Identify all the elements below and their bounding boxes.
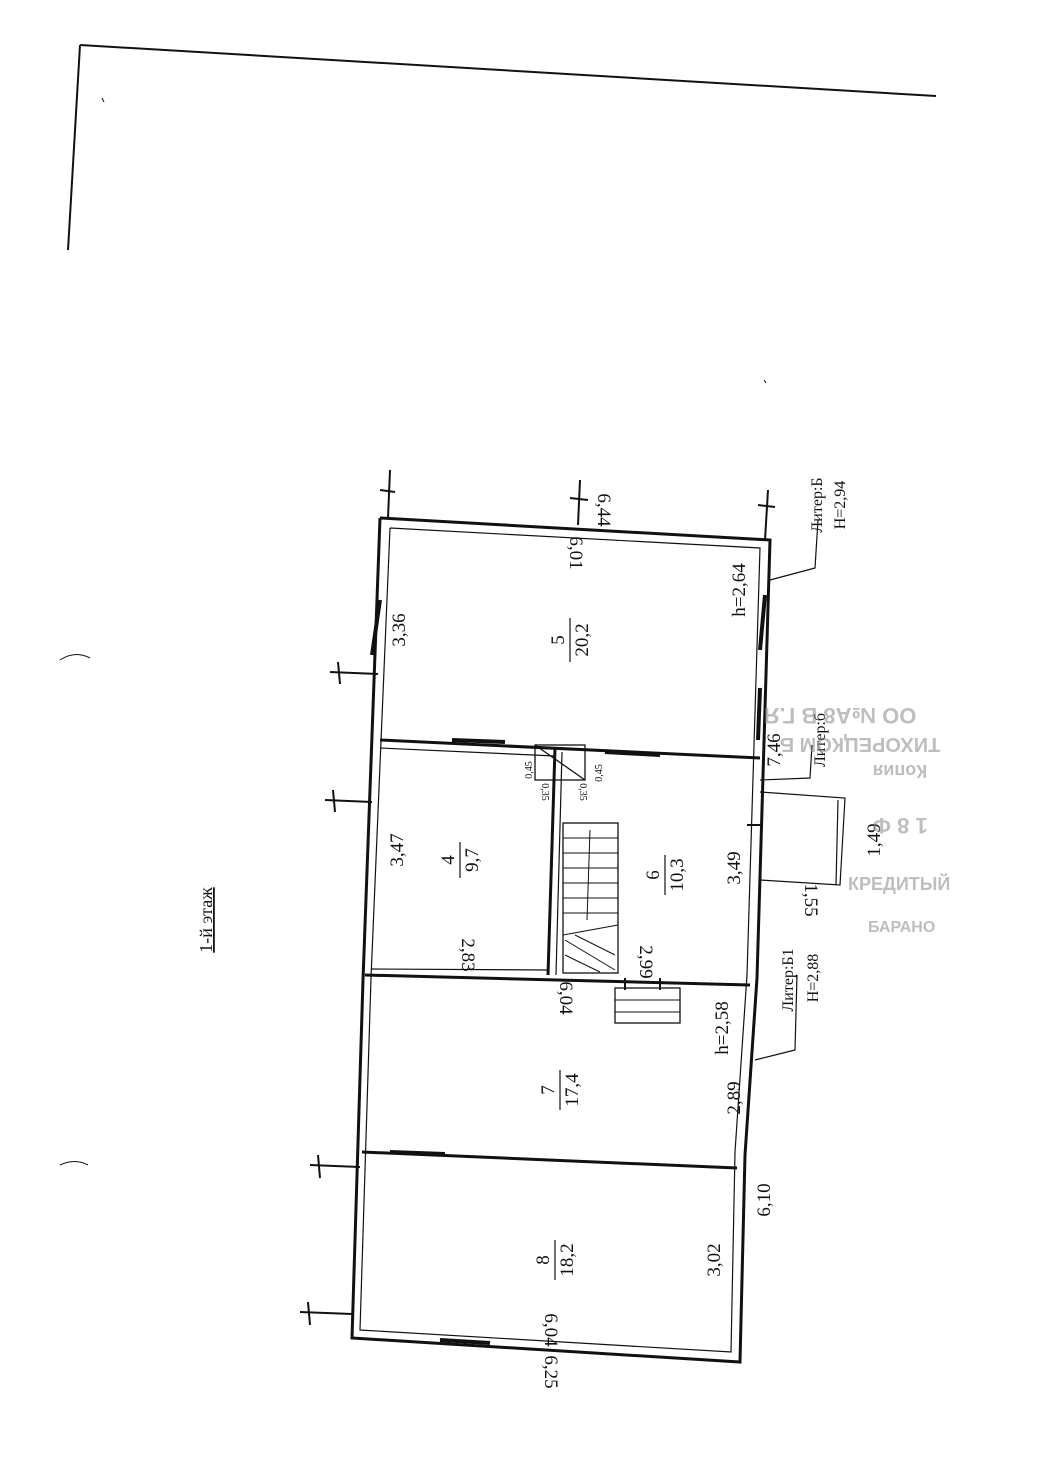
stamp-line-3: Копия [873,761,927,781]
room-4-number: 4 [438,855,459,865]
frame-top-line [79,44,937,97]
dim-3-02: 3,02 [704,1243,725,1276]
dim-0-35-a: 0,35 [539,783,550,801]
building-outline [350,516,772,1364]
dim-1-55: 1,55 [800,883,821,916]
room-7-area: 17,4 [562,1073,583,1107]
frame-left-line [67,44,81,251]
room-5-area: 20,2 [572,623,593,656]
dim-0-35-b: 0,35 [577,783,588,801]
liter-b1-name: Литер:Б1 [780,948,797,1011]
dim-1-49: 1,49 [864,823,885,856]
room-8-label: 8 18,2 [533,1240,578,1280]
room-6-area: 10,3 [667,858,688,891]
porch [759,791,846,886]
dim-2-83: 2,83 [457,938,478,971]
dim-6-01: 6,01 [565,536,586,569]
liter-b-small: Литер:б [812,713,829,767]
liter-b-name: Литер:Б [809,477,826,532]
chimney-block [534,744,586,781]
stamp-line-5: КРЕДИТЫЙ [848,873,950,894]
room-8-number: 8 [533,1255,554,1265]
room-4-label: 4 9,7 [438,842,483,878]
dim-2-89: 2,89 [724,1081,745,1114]
room-7-number: 7 [538,1085,559,1095]
room-6-number: 6 [643,870,664,880]
room-7-height: h=2,58 [712,1001,733,1054]
dim-0-45-b: 0,45 [594,764,605,782]
staircase [562,822,619,974]
dim-6-44: 6,44 [593,493,614,527]
stamp-line-2: ТИХОРЕЦКОМ Б [780,733,941,755]
entrance-steps [614,987,681,1024]
window-marks [370,594,767,1345]
dim-3-47: 3,47 [387,833,408,866]
room-6-label: 6 10,3 [643,855,688,895]
room-5-label: 5 20,2 [548,618,593,662]
dim-2-99: 2,99 [635,945,656,978]
scan-specks [59,97,767,1166]
wall-breaks [299,469,776,1326]
room-8-area: 18,2 [557,1243,578,1276]
interior-walls [361,738,761,1170]
room-7-label: 7 17,4 [538,1070,583,1110]
dim-6-10: 6,10 [754,1183,775,1216]
liter-leaders [754,519,819,1061]
dim-3-49: 3,49 [724,851,745,884]
liter-b1-height: H=2,88 [805,954,822,1003]
liter-b-height: H=2,94 [832,481,849,530]
stamp-line-1: ОО №А8 В Г.Я [764,703,917,728]
stamp: ОО №А8 В Г.Я ТИХОРЕЦКОМ Б Копия 1 8 Ф КР… [764,703,951,936]
dim-6-04-top: 6,04 [555,981,576,1015]
room-5-height: h=2,64 [729,563,750,617]
dim-6-04-bottom: 6,04 [540,1313,561,1347]
stamp-line-6: БАРАНО [868,919,935,936]
room-4-area: 9,7 [462,848,483,872]
dim-7-46: 7,46 [764,733,785,766]
floor-title: 1-й этаж [196,887,216,953]
stamp-line-4: 1 8 Ф [872,813,928,838]
dim-6-25: 6,25 [540,1355,561,1388]
dim-0-45-a: 0,45 [524,761,535,779]
room-5-number: 5 [548,635,569,645]
dim-3-36: 3,36 [389,613,410,646]
